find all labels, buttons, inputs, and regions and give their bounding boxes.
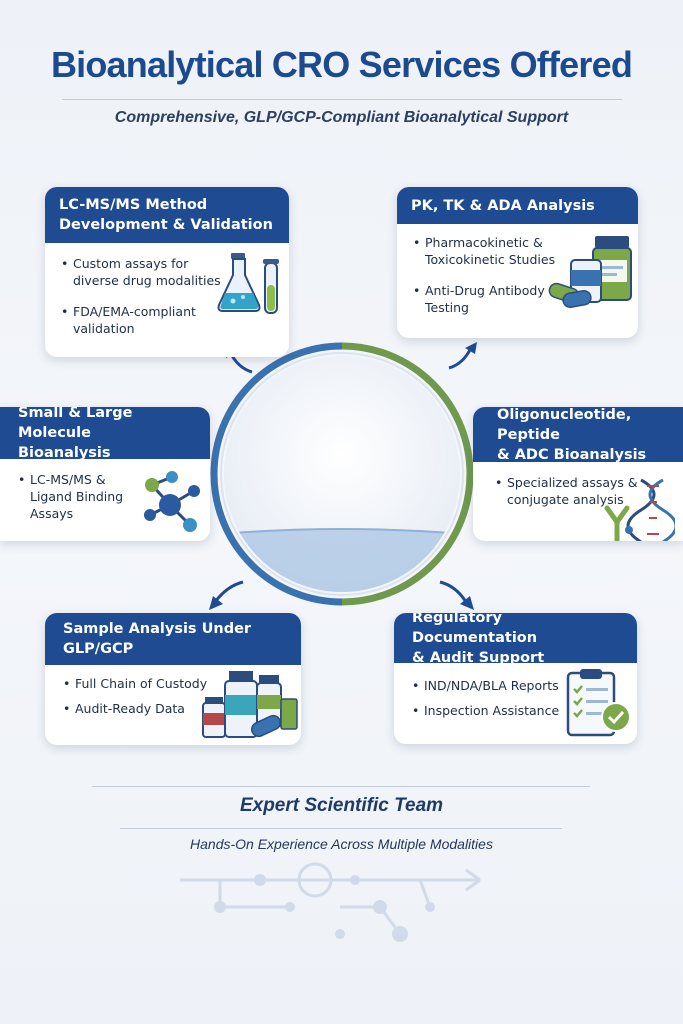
checklist-clipboard-icon [566, 669, 631, 737]
title-divider [62, 99, 622, 100]
bullet-list: Pharmacokinetic &Toxicokinetic Studies A… [413, 234, 563, 330]
card-title-line1: Sample Analysis Under [63, 621, 252, 637]
card-title-line1: LC-MS/MS Method [59, 197, 208, 213]
footer-divider-top [92, 786, 590, 787]
footer-subtitle: Hands-On Experience Across Multiple Moda… [190, 836, 493, 852]
bullet-list: Specialized assays &conjugate analysis [495, 474, 675, 522]
card-title-line2: Development & Validation [59, 217, 273, 233]
arrow-up-right-icon [448, 342, 477, 370]
card-oligo-peptide-adc: Oligonucleotide, Peptide & ADC Bioanalys… [473, 407, 683, 541]
medicine-bottle-icon [548, 236, 632, 308]
card-header: LC-MS/MS Method Development & Validation [45, 187, 289, 243]
bullet-list: IND/NDA/BLA Reports Inspection Assistanc… [412, 677, 572, 733]
card-title-line2: & Audit Support [412, 650, 545, 666]
dna-antibody-icon [604, 478, 675, 541]
card-title-line1: Oligonucleotide, Peptide [497, 407, 632, 443]
footer-divider-bottom [120, 828, 562, 829]
sample-vials-icon [202, 671, 298, 738]
list-item: Full Chain of Custody [63, 675, 233, 692]
card-header: Small & Large Molecule Bioanalysis [0, 407, 210, 461]
molecule-icon [144, 471, 200, 532]
card-sample-analysis: Sample Analysis Under GLP/GCP Full Chain… [45, 613, 301, 745]
footer-title: Expert Scientific Team [239, 795, 444, 816]
network-decoration-icon [180, 862, 481, 942]
card-header: Sample Analysis Under GLP/GCP [45, 613, 301, 665]
card-title-line2: GLP/GCP [63, 641, 134, 657]
central-circle [210, 342, 474, 606]
list-item: Specialized assays &conjugate analysis [495, 474, 675, 508]
list-item: IND/NDA/BLA Reports [412, 677, 572, 694]
card-title-line1: Regulatory Documentation [412, 613, 538, 646]
card-title-line1: PK, TK & ADA Analysis [411, 197, 595, 214]
page-title: Bioanalytical CRO Services Offered [50, 44, 633, 85]
card-regulatory-docs: Regulatory Documentation & Audit Support… [394, 613, 637, 744]
list-item: Pharmacokinetic &Toxicokinetic Studies [413, 234, 563, 268]
arrow-down-right-icon [439, 580, 474, 610]
card-header: PK, TK & ADA Analysis [397, 187, 638, 224]
list-item: Inspection Assistance [412, 702, 572, 719]
card-lcmsms-method: LC-MS/MS Method Development & Validation… [45, 187, 289, 357]
card-pk-tk-ada: PK, TK & ADA Analysis Pharmacokinetic &T… [397, 187, 638, 338]
card-header: Oligonucleotide, Peptide & ADC Bioanalys… [473, 407, 683, 463]
card-small-large-molecule: Small & Large Molecule Bioanalysis LC-MS… [0, 407, 210, 541]
arrow-down-left-icon [209, 580, 244, 610]
card-title-line2: & ADC Bioanalysis [497, 446, 647, 463]
card-title-line2: Bioanalysis [18, 445, 111, 461]
list-item: Audit-Ready Data [63, 700, 233, 717]
card-header: Regulatory Documentation & Audit Support [394, 613, 637, 666]
lab-flask-icon [217, 253, 279, 314]
page-subtitle: Comprehensive, GLP/GCP-Compliant Bioanal… [114, 109, 569, 126]
bullet-list: Full Chain of Custody Audit-Ready Data [63, 675, 233, 731]
card-title-line1: Small & Large Molecule [18, 407, 133, 441]
